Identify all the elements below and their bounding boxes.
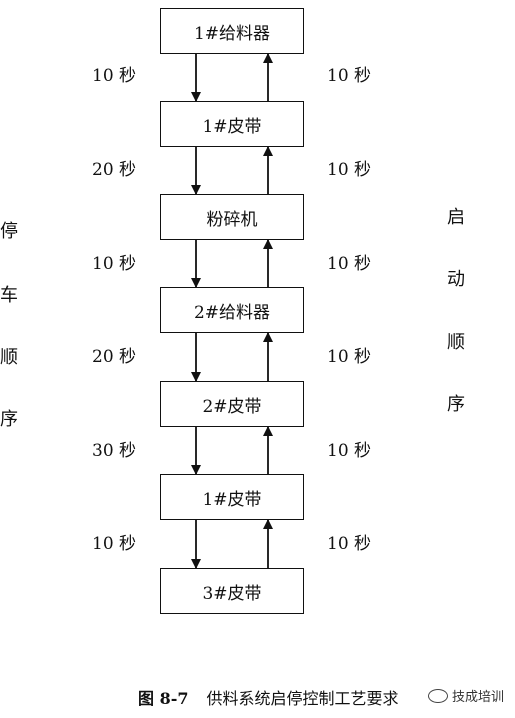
stop-delay-5: 30 秒: [92, 441, 137, 461]
watermark: 技成培训: [428, 686, 504, 705]
stop-delay-3: 10 秒: [92, 254, 137, 274]
stop-delay-2: 20 秒: [92, 160, 137, 180]
start-label-char-1: 启: [447, 207, 465, 228]
box-1-belt: 1#皮带: [160, 101, 304, 147]
stop-label-char-4: 序: [0, 409, 18, 430]
watermark-text: 技成培训: [452, 690, 505, 705]
box-1-feeder: 1#给料器: [160, 8, 304, 54]
start-label-char-2: 动: [447, 269, 465, 290]
stop-label-char-3: 顺: [0, 347, 18, 368]
start-delay-1: 10 秒: [327, 66, 372, 86]
chat-bubble-icon: [428, 688, 448, 703]
start-label-char-3: 顺: [447, 332, 465, 353]
start-delay-4: 10 秒: [327, 347, 372, 367]
box-crusher: 粉碎机: [160, 194, 304, 240]
stop-delay-1: 10 秒: [92, 66, 137, 86]
box-2-belt: 2#皮带: [160, 381, 304, 427]
start-delay-2: 10 秒: [327, 160, 372, 180]
figure-caption: 图 8-7 供料系统启停控制工艺要求: [138, 685, 399, 709]
stop-label-char-2: 车: [0, 285, 18, 306]
box-1-belt-2: 1#皮带: [160, 474, 304, 520]
stop-label-char-1: 停: [0, 221, 18, 242]
start-delay-5: 10 秒: [327, 441, 372, 461]
start-delay-6: 10 秒: [327, 534, 372, 554]
figure-number: 图 8-7: [138, 689, 189, 708]
box-2-feeder: 2#给料器: [160, 287, 304, 333]
stop-delay-4: 20 秒: [92, 347, 137, 367]
start-delay-3: 10 秒: [327, 254, 372, 274]
figure-title: 供料系统启停控制工艺要求: [206, 689, 399, 708]
start-label-char-4: 序: [447, 394, 465, 415]
stop-delay-6: 10 秒: [92, 534, 137, 554]
box-3-belt: 3#皮带: [160, 568, 304, 614]
